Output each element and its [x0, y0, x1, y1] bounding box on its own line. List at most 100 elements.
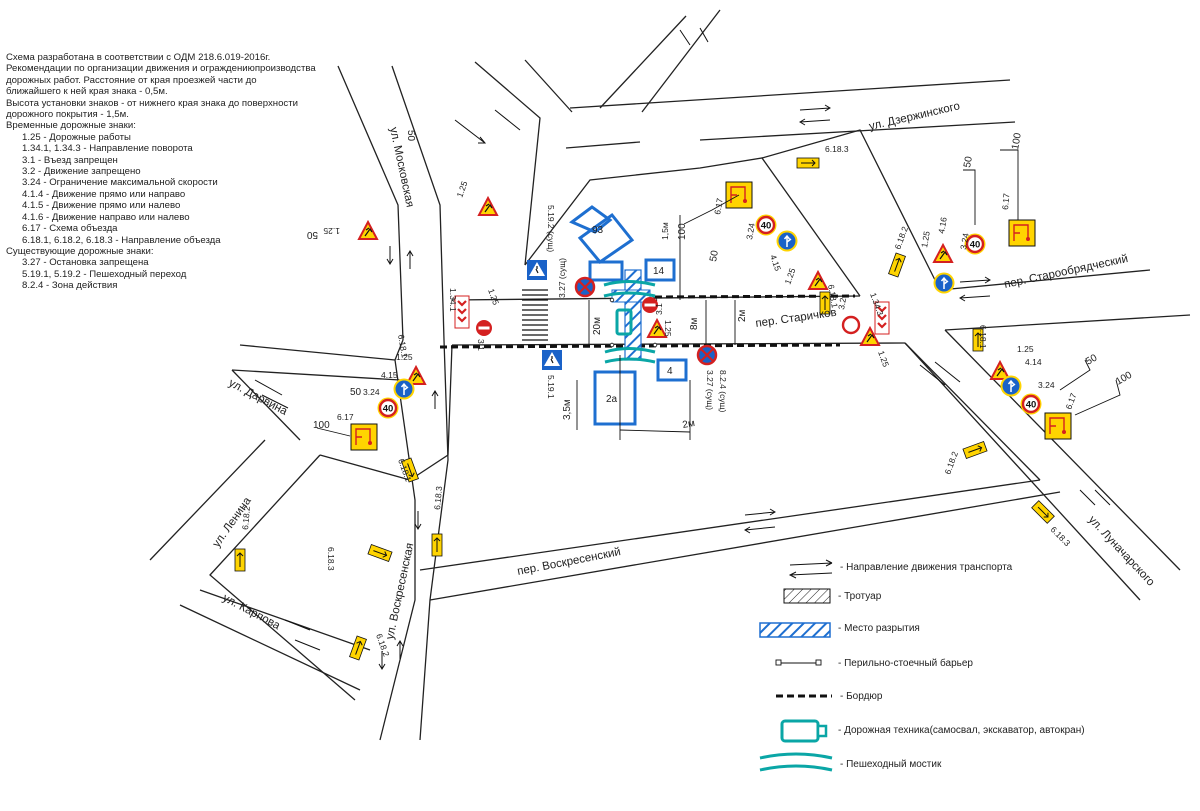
distance-label: 1,5м — [660, 222, 670, 240]
distance-label: 3,5м — [562, 399, 573, 420]
sign-code: 5.19.2 (сущ) — [546, 205, 556, 252]
legend-barrier-label: - Перильно-стоечный барьер — [838, 658, 973, 669]
sign-code: 1.25 — [396, 352, 413, 362]
detour-scheme-sign-icon — [1044, 412, 1072, 440]
legend-barrier-icon — [775, 659, 822, 666]
notes-line: Рекомендации по организации движения и о… — [6, 63, 316, 75]
street-name: пер. Воскресенский — [516, 546, 622, 578]
street-name: ул. Луначарского — [1086, 514, 1157, 589]
distance-labels: 50 50 50 100 100 50 50 100 50 100 20м 8м… — [306, 130, 1134, 431]
sign-code: 6.18.2 — [942, 450, 960, 476]
direction-mandatory-icon — [392, 377, 416, 401]
notes-line: дорожного покрытия - 1,5м. — [6, 109, 129, 121]
detour-direction-sign-icon — [431, 533, 443, 557]
distance-label: 50 — [350, 387, 362, 398]
temp-sign-item: 4.1.6 - Движение направо или налево — [22, 211, 190, 223]
sign-code: 1.25 — [486, 287, 501, 306]
distance-label: 50 — [708, 249, 721, 262]
street-name: ул. Карпова — [221, 592, 283, 632]
voskresensky-edge — [419, 479, 1041, 571]
karpova-edge — [179, 604, 361, 691]
road-works-sign-icon — [358, 221, 378, 240]
lenina-edge — [209, 454, 356, 701]
nw-road-edge — [474, 61, 541, 266]
temp-sign-item: 6.17 - Схема объезда — [22, 223, 118, 235]
building-14-label: 14 — [653, 266, 665, 277]
detour-direction-sign-icon — [1031, 500, 1055, 524]
street-name: ул. Дарвина — [227, 377, 290, 418]
railing-barriers — [609, 297, 658, 348]
darvina-edge — [239, 344, 396, 361]
distance-label: 2м — [682, 418, 696, 431]
sign-code: 8.2.4 (сущ) — [718, 370, 728, 413]
traffic-arrows — [254, 27, 1111, 670]
building-4 — [656, 358, 688, 382]
notes-title: Схема разработана в соответствии с ОДМ 2… — [6, 52, 271, 63]
sign-code: 3.27 (сущ) — [557, 258, 567, 298]
voskresenskaya-edge — [419, 339, 449, 741]
road-works-sign-icon — [478, 197, 498, 216]
direction-mandatory-icon — [775, 229, 799, 253]
distance-label: 50 — [962, 155, 975, 168]
sign-code: 6.18.1 — [396, 334, 410, 359]
speed-limit-40-icon — [1019, 392, 1043, 416]
sign-code: 4.15 — [381, 370, 398, 380]
detour-direction-sign-icon — [234, 548, 246, 572]
legend-excavation-label: - Место разрытия — [838, 623, 920, 634]
sign-leaders — [316, 149, 1121, 437]
moskovskaya-road-edge — [337, 65, 404, 341]
building-outline — [588, 260, 624, 282]
lunacharskogo-edge — [904, 342, 1141, 601]
pedestrian-crossing-sign-icon — [541, 349, 563, 371]
sign-code: 3.24 — [958, 232, 971, 250]
north-road-edge — [641, 9, 721, 113]
notes-line: дорожных работ. Расстояние от края проез… — [6, 74, 257, 86]
distance-label: 100 — [313, 420, 330, 431]
sign-code: 6.18.2 — [892, 225, 910, 251]
no-stopping-sign-icon — [696, 344, 718, 366]
sign-code: 6.18.2 — [240, 505, 252, 530]
sign-code: 1.25 — [454, 179, 469, 198]
east-road-edge — [761, 129, 941, 291]
building-2a-label: 2а — [606, 394, 618, 405]
exist-sign-item: 8.2.4 - Зона действия — [22, 280, 118, 292]
no-traffic-sign-icon — [841, 315, 861, 335]
sign-code: 6.18.3 — [432, 485, 444, 510]
block-edge — [524, 157, 861, 297]
sign-code: 1.34.1 — [448, 288, 458, 312]
temp-sign-item: 1.25 - Дорожные работы — [22, 131, 131, 143]
direction-mandatory-icon — [932, 271, 956, 295]
dimension-lines — [576, 215, 736, 440]
lenina-edge — [149, 439, 266, 561]
temp-signs-header: Временные дорожные знаки: — [6, 120, 136, 132]
street-name: пер. Старообрядческий — [1003, 253, 1129, 291]
crosswalk — [522, 289, 548, 341]
sign-code: 1.25 — [782, 266, 797, 285]
distance-label: 8м — [689, 317, 700, 330]
legend-machinery-label: - Дорожная техника(самосвал, экскаватор,… — [838, 725, 1085, 736]
distance-label: 100 — [1010, 132, 1024, 151]
voskresenskaya-edge — [379, 339, 416, 741]
sign-code: 6.18.3 — [825, 144, 849, 154]
no-entry-sign-icon — [476, 320, 492, 336]
sign-code: 1.25 — [663, 320, 673, 337]
exist-signs-header: Существующие дорожные знаки: — [6, 245, 154, 257]
staroobryadchesky-edge — [944, 314, 1191, 331]
detour-direction-sign-icon — [962, 441, 988, 459]
legend-machinery-icon — [780, 719, 828, 743]
legend-symbols — [759, 559, 833, 772]
distance-label: 20м — [592, 317, 603, 335]
temp-sign-item: 3.2 - Движение запрещено — [22, 166, 141, 178]
road-works-sign-icon — [933, 244, 953, 263]
legend-curb-label: - Бордюр — [840, 691, 883, 702]
sign-code: 6.18.3 — [1049, 524, 1073, 548]
sign-code: 1.25 — [323, 226, 340, 236]
explanatory-notes: Схема разработана в соответствии с ОДМ 2… — [6, 52, 386, 292]
temp-sign-item: 1.34.1, 1.34.3 - Направление поворота — [22, 143, 193, 155]
legend-bridge-label: - Пешеходный мостик — [840, 759, 942, 770]
speed-limit-40-icon — [376, 396, 400, 420]
sign-code: 5.19.1 — [546, 375, 556, 399]
road-network — [149, 9, 1191, 741]
lenina-edge — [319, 454, 411, 481]
